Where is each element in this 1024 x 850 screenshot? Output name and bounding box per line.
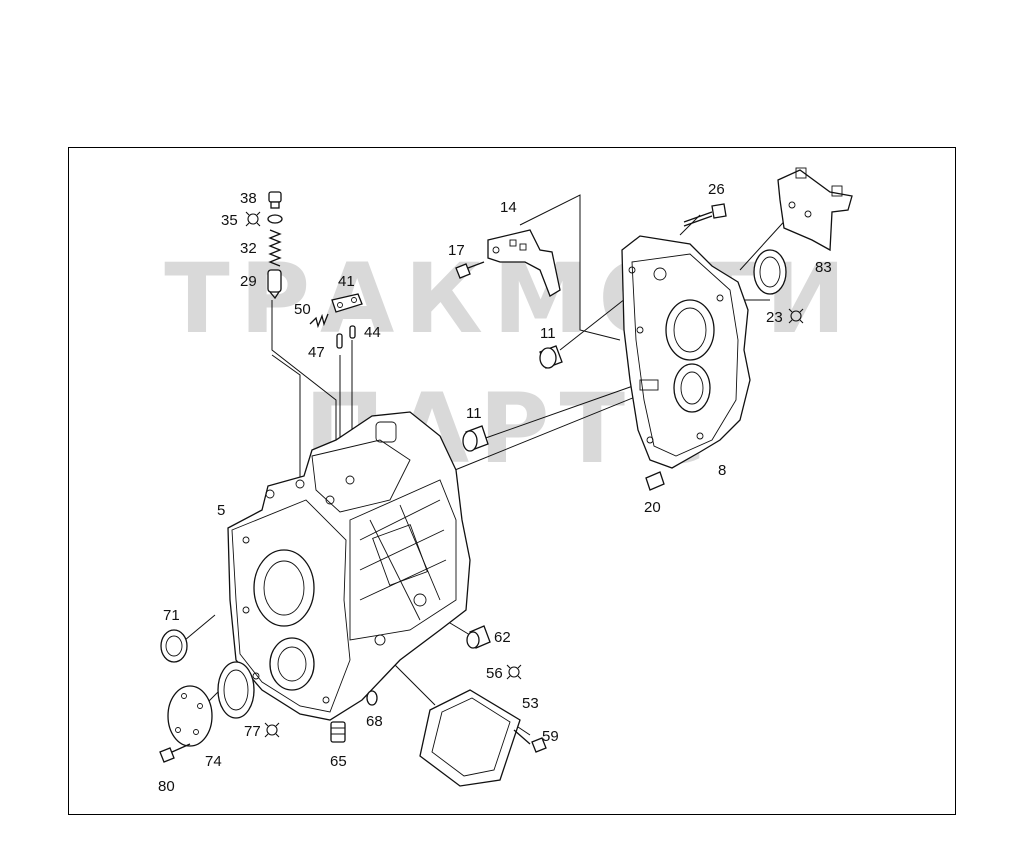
part-59-bolt [513,729,547,753]
symbol-35 [245,211,261,227]
symbol-56 [506,664,522,680]
label-29: 29 [240,273,257,290]
label-68: 68 [366,713,383,730]
label-71: 71 [163,607,180,624]
label-41: 41 [338,273,355,290]
o-ring-symbols [245,211,804,738]
label-35: 35 [221,212,238,229]
label-5: 5 [217,502,225,519]
part-44-pin [349,325,356,339]
label-44: 44 [364,324,381,341]
part-38-cap-bolt [268,191,282,209]
label-47: 47 [308,344,325,361]
label-38: 38 [240,190,257,207]
label-56: 56 [486,665,503,682]
part-74-cover [167,685,213,747]
label-32: 32 [240,240,257,257]
symbol-77 [264,722,280,738]
label-74: 74 [205,753,222,770]
part-14-bracket [487,229,561,297]
part-65-plug [330,721,346,743]
label-80: 80 [158,778,175,795]
label-83: 83 [815,259,832,276]
part-83-bracket [777,167,853,252]
part-35-ring [267,214,283,224]
label-20: 20 [644,499,661,516]
label-23: 23 [766,309,783,326]
symbol-23 [788,308,804,324]
part-62-plug [466,625,491,649]
label-53: 53 [522,695,539,712]
part-53-gasket [419,689,521,787]
part-50-spring [309,313,329,329]
label-17: 17 [448,242,465,259]
part-8-rear-cover [621,235,751,469]
label-62: 62 [494,629,511,646]
part-20-pin [645,471,665,491]
diagram-frame [68,147,956,815]
part-71-seal [160,629,188,663]
part-labels: 38 35 32 29 41 50 44 47 14 17 11 11 26 8… [158,181,832,795]
part-11-bushing-upper [539,345,563,369]
part-77-gasket [217,661,255,719]
part-68-plug [366,690,378,706]
label-59: 59 [542,728,559,745]
label-26: 26 [708,181,725,198]
label-50: 50 [294,301,311,318]
part-5-main-housing [227,411,471,721]
label-77: 77 [244,723,261,740]
part-32-spring [268,229,282,267]
label-65: 65 [330,753,347,770]
part-80-bolt [159,743,191,763]
part-26-bolt [683,203,727,227]
label-14: 14 [500,199,517,216]
label-8: 8 [718,462,726,479]
label-11-lower: 11 [466,405,482,422]
label-11-upper: 11 [540,325,556,342]
part-41-lever [331,293,363,313]
part-47-pin [336,333,343,349]
part-23-seal [753,249,787,295]
part-11-bushing-lower [462,425,489,452]
part-17-bolt [455,261,485,279]
part-29-plunger [267,269,282,300]
